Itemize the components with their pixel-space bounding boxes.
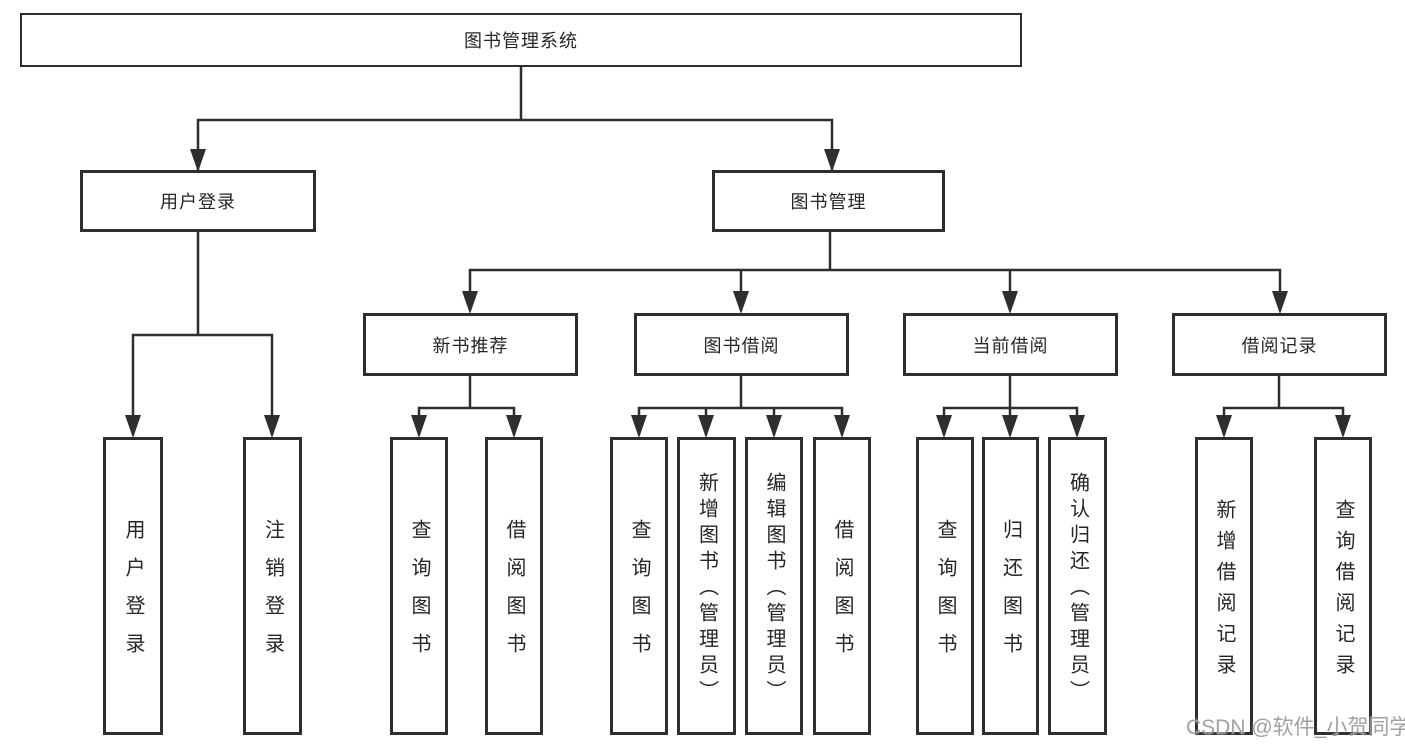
leaf-label: 借阅图书 — [831, 519, 853, 671]
leaf-label: 归还图书 — [999, 519, 1022, 671]
leaf-label: 借阅图书 — [503, 519, 525, 671]
leaf-label: 编辑图书（管理员） — [763, 472, 785, 706]
csdn-watermark: CSDN @软件_小贺同学 — [1186, 716, 1405, 739]
node-root: 图书管理系统 — [20, 13, 1022, 67]
node-book-management: 图书管理 — [712, 170, 945, 232]
leaf-return-books: 归还图书 — [982, 437, 1039, 735]
node-book-borrowing: 图书借阅 — [634, 313, 849, 376]
leaf-label: 查询借阅记录 — [1332, 498, 1354, 685]
arrowheads — [125, 149, 1351, 438]
leaf-label: 新增借阅记录 — [1213, 498, 1235, 685]
leaf-label: 新增图书（管理员） — [695, 472, 718, 706]
leaf-borrow-books: 借阅图书 — [813, 437, 871, 735]
leaf-user-login: 用户登录 — [103, 437, 163, 735]
leaf-label: 用户登录 — [122, 519, 144, 671]
leaf-logout: 注销登录 — [243, 437, 302, 735]
leaf-label: 查询图书 — [408, 519, 430, 671]
leaf-label: 注销登录 — [261, 519, 284, 671]
leaf-label: 查询图书 — [628, 519, 650, 671]
leaf-add-books-admin: 新增图书（管理员） — [677, 437, 736, 735]
leaf-query-borrow-record: 查询借阅记录 — [1314, 437, 1372, 735]
leaf-edit-books-admin: 编辑图书（管理员） — [745, 437, 803, 735]
leaf-query-books-recommend: 查询图书 — [390, 437, 448, 735]
node-user-login: 用户登录 — [80, 170, 316, 232]
leaf-label: 查询图书 — [934, 519, 956, 671]
leaf-query-books-borrowing: 查询图书 — [610, 437, 668, 735]
leaf-confirm-return-admin: 确认归还（管理员） — [1048, 437, 1107, 735]
node-borrowing-records: 借阅记录 — [1172, 313, 1387, 376]
leaf-add-borrow-record: 新增借阅记录 — [1195, 437, 1253, 735]
leaf-query-books-current: 查询图书 — [916, 437, 974, 735]
leaf-label: 确认归还（管理员） — [1066, 472, 1089, 706]
leaf-borrow-books-recommend: 借阅图书 — [485, 437, 543, 735]
node-current-borrowing: 当前借阅 — [903, 313, 1118, 376]
node-new-book-recommend: 新书推荐 — [363, 313, 578, 376]
